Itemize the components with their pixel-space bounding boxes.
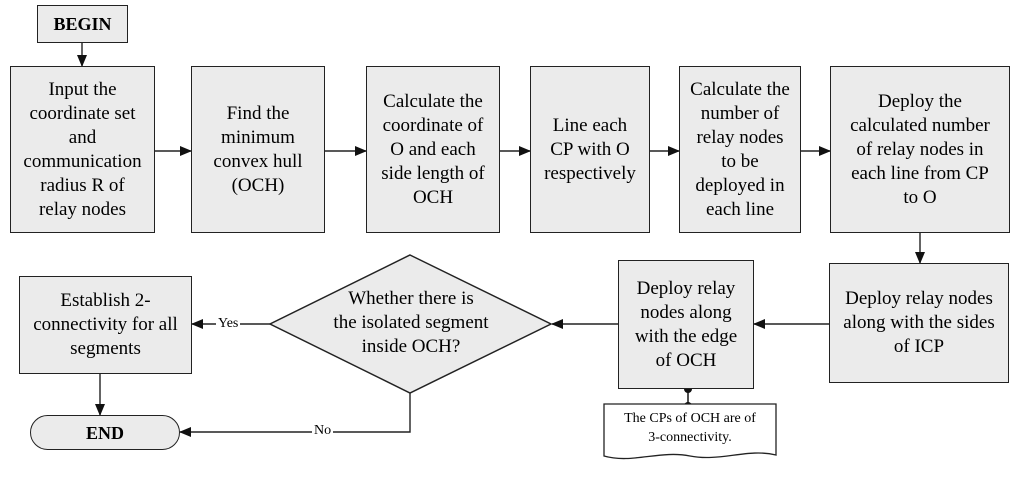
decision-text: Whether there is the isolated segment in… [333,288,489,357]
establish-box: Establish 2- connectivity for all segmen… [19,276,192,374]
deploy-icp-box: Deploy relay nodes along with the sides … [829,263,1009,383]
decision-diamond [268,254,553,394]
deploy-number-box: Deploy the calculated number of relay no… [830,66,1010,233]
no-label: No [312,423,334,438]
note-text: The CPs of OCH are of 3-connectivity. [624,411,756,445]
deploy-och-box: Deploy relay nodes along with the edge o… [618,260,754,389]
line-cp-box: Line each CP with O respectively [530,66,650,233]
yes-label: Yes [216,316,241,331]
end-terminal: END [30,415,180,450]
calculate-coordinate-text: Calculate the coordinate of O and each s… [381,90,485,208]
begin-terminal: BEGIN [37,5,128,43]
calculate-coordinate-box: Calculate the coordinate of O and each s… [366,66,500,233]
input-coordinates-box: Input the coordinate set and communicati… [10,66,155,233]
note-shape [603,403,777,460]
calculate-number-box: Calculate the number of relay nodes to b… [679,66,801,233]
find-hull-box: Find the minimum convex hull (OCH) [191,66,325,233]
arrow-decision-no [179,393,411,437]
